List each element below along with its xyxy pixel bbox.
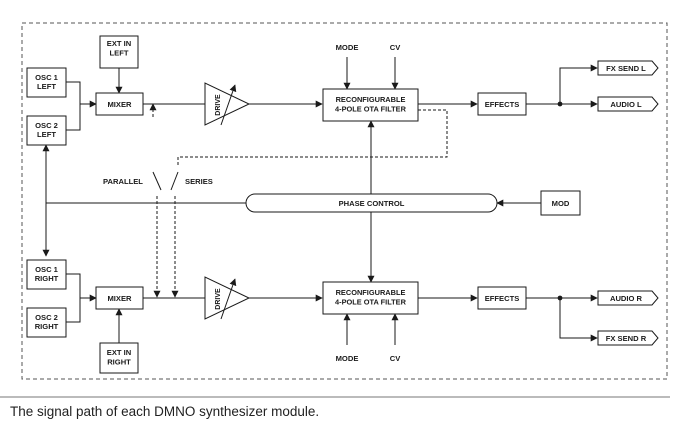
drive-right-label: DRIVE <box>215 288 222 310</box>
drive-left-variable-arrow <box>220 84 237 126</box>
mode-bottom-label: MODE <box>336 354 359 363</box>
audio-l-tag <box>597 96 659 112</box>
series-switch <box>170 171 179 191</box>
mixer-left-label: MIXER <box>107 100 132 109</box>
mixer-left-box <box>95 92 144 116</box>
filter-right-box <box>322 281 419 315</box>
parallel-switch <box>152 171 162 191</box>
mod-box <box>540 190 581 216</box>
junction-dot-left <box>557 101 563 107</box>
mode-top-label: MODE <box>336 43 359 52</box>
effects-left-label: EFFECTS <box>485 100 520 109</box>
fx-send-r-label: FX SEND R <box>606 334 647 343</box>
fx-send-l-tag <box>597 60 659 76</box>
fx-send-l-label: FX SEND L <box>606 64 646 73</box>
effects-left-box <box>477 92 527 116</box>
series-label: SERIES <box>185 177 213 186</box>
osc-right-bus <box>66 273 81 323</box>
audio-r-tag <box>597 290 659 306</box>
fx-send-l-branch <box>559 64 598 104</box>
fx-send-r-branch <box>559 298 598 342</box>
osc2-right-box <box>26 307 67 338</box>
figure-caption: The signal path of each DMNO synthesizer… <box>10 404 320 419</box>
drive-left-label: DRIVE <box>215 94 222 116</box>
audio-r-label: AUDIO R <box>610 294 643 303</box>
osc1-left-box <box>26 67 67 98</box>
junction-dot-right <box>557 295 563 301</box>
effects-right-label: EFFECTS <box>485 294 520 303</box>
ext-in-right-box <box>99 342 139 374</box>
drive-left-amp <box>204 82 251 126</box>
cv-top-label: CV <box>390 43 401 52</box>
filter-left-box <box>322 88 419 122</box>
osc1-right-box <box>26 259 67 290</box>
module-frame <box>21 22 668 380</box>
cv-bottom-label: CV <box>390 354 401 363</box>
audio-l-label: AUDIO L <box>610 100 642 109</box>
phase-control-bar <box>245 193 498 213</box>
series-dashed-route <box>177 109 448 166</box>
parallel-label: PARALLEL <box>103 177 143 186</box>
mixer-right-box <box>95 286 144 310</box>
ext-in-left-box <box>99 35 139 69</box>
phase-control-label: PHASE CONTROL <box>339 199 405 208</box>
osc-left-bus <box>66 81 81 131</box>
osc2-left-box <box>26 115 67 146</box>
drive-right-variable-arrow <box>220 278 237 320</box>
drive-right-amp <box>204 276 251 320</box>
effects-right-box <box>477 286 527 310</box>
mixer-right-label: MIXER <box>107 294 132 303</box>
mod-label: MOD <box>552 199 570 208</box>
fx-send-r-tag <box>597 330 659 346</box>
